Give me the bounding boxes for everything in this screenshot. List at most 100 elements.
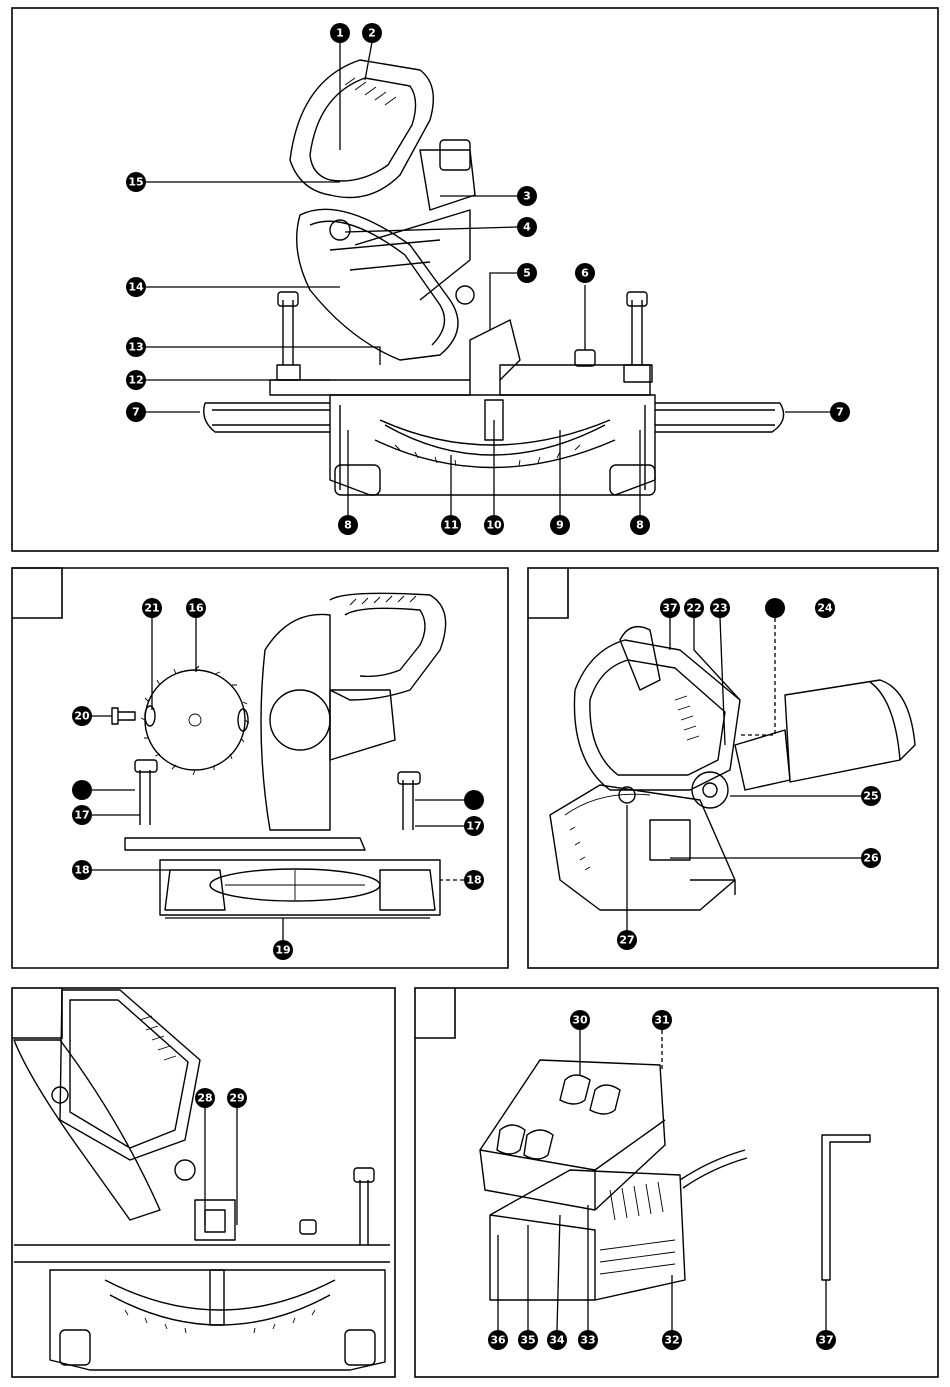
callout-25: 25: [861, 786, 881, 806]
callout-26: 26: [861, 848, 881, 868]
svg-text:18: 18: [466, 874, 481, 887]
svg-text:1: 1: [336, 27, 344, 40]
callout-3: 3: [517, 186, 537, 206]
callout-18-left: 18: [72, 860, 92, 880]
callout-28: 28: [195, 1088, 215, 1108]
svg-text:27: 27: [619, 934, 634, 947]
callout-17-left: 17: [72, 805, 92, 825]
svg-text:2: 2: [368, 27, 376, 40]
callout-2: 2: [362, 23, 382, 43]
svg-text:8: 8: [344, 519, 352, 532]
svg-text:17: 17: [74, 809, 89, 822]
svg-text:8: 8: [636, 519, 644, 532]
svg-text:29: 29: [229, 1092, 244, 1105]
svg-text:5: 5: [523, 267, 531, 280]
callout-13: 13: [126, 337, 146, 357]
rear-saw-illustration: [550, 627, 915, 910]
callout-37-rear: 37: [660, 598, 680, 618]
panel-blade-assembly: 21 16 20 17 17 18 18 19: [12, 568, 508, 968]
svg-text:19: 19: [275, 944, 290, 957]
svg-text:7: 7: [132, 406, 140, 419]
callout-8-left: 8: [338, 515, 358, 535]
blade-callouts: 21 16 20 17 17 18 18 19: [72, 598, 484, 960]
svg-text:14: 14: [128, 281, 144, 294]
callout-5: 5: [517, 263, 537, 283]
svg-text:37: 37: [662, 602, 677, 615]
callout-11: 11: [441, 515, 461, 535]
svg-text:28: 28: [197, 1092, 212, 1105]
svg-text:36: 36: [490, 1334, 506, 1347]
callout-17-right: 17: [464, 816, 484, 836]
callout-18-right: 18: [464, 870, 484, 890]
callout-33: 33: [578, 1330, 598, 1350]
blade-illustration: [112, 593, 446, 915]
callout-29: 29: [227, 1088, 247, 1108]
svg-text:12: 12: [128, 374, 143, 387]
callout-31: 31: [652, 1010, 672, 1030]
callout-27: 27: [617, 930, 637, 950]
callout-6: 6: [575, 263, 595, 283]
callout-15: 15: [126, 172, 146, 192]
callout-7-right: 7: [830, 402, 850, 422]
laser-callouts: 28 29: [195, 1088, 247, 1225]
svg-text:25: 25: [863, 790, 878, 803]
callout-10: 10: [484, 515, 504, 535]
callout-9: 9: [550, 515, 570, 535]
svg-text:22: 22: [686, 602, 701, 615]
svg-text:3: 3: [523, 190, 531, 203]
svg-text:23: 23: [712, 602, 727, 615]
svg-text:37: 37: [818, 1334, 833, 1347]
callout-34: 34: [547, 1330, 567, 1350]
callout-12: 12: [126, 370, 146, 390]
panel-main-frame: [12, 8, 938, 551]
callout-blank-right: [464, 790, 484, 810]
callout-22: 22: [684, 598, 704, 618]
panel-main-overview: 1 2 3 4 5 6 7 7 8 8 9 10 11 12 13 14 15: [12, 8, 938, 551]
svg-text:10: 10: [486, 519, 502, 532]
svg-text:24: 24: [817, 602, 833, 615]
svg-text:15: 15: [128, 176, 143, 189]
svg-text:35: 35: [520, 1334, 535, 1347]
svg-text:33: 33: [580, 1334, 595, 1347]
callout-30: 30: [570, 1010, 590, 1030]
svg-text:16: 16: [188, 602, 204, 615]
battery-callouts: 30 31 32 33 34 35 36 37: [488, 1010, 836, 1350]
svg-text:32: 32: [664, 1334, 679, 1347]
callout-36: 36: [488, 1330, 508, 1350]
laser-saw-illustration: [14, 990, 390, 1370]
rear-callouts: 37 22 23 24 25 26 27: [617, 598, 881, 950]
callout-16: 16: [186, 598, 206, 618]
svg-text:18: 18: [74, 864, 89, 877]
callout-blank-left: [72, 780, 92, 800]
panel-battery-frame: [415, 988, 938, 1377]
svg-text:34: 34: [549, 1334, 565, 1347]
svg-text:11: 11: [443, 519, 458, 532]
svg-text:21: 21: [144, 602, 159, 615]
callout-23: 23: [710, 598, 730, 618]
callout-14: 14: [126, 277, 146, 297]
svg-text:9: 9: [556, 519, 564, 532]
callout-1: 1: [330, 23, 350, 43]
svg-text:4: 4: [523, 221, 531, 234]
svg-text:6: 6: [581, 267, 589, 280]
callout-19: 19: [273, 940, 293, 960]
battery-charger-illustration: [480, 1060, 870, 1300]
callout-blank-rear: [765, 598, 785, 618]
svg-text:31: 31: [654, 1014, 669, 1027]
svg-text:30: 30: [572, 1014, 588, 1027]
svg-text:20: 20: [74, 710, 90, 723]
svg-text:17: 17: [466, 820, 481, 833]
svg-text:13: 13: [128, 341, 143, 354]
callout-35: 35: [518, 1330, 538, 1350]
panel-battery-charger: 30 31 32 33 34 35 36 37: [415, 988, 938, 1377]
panel-laser-detail: 28 29: [12, 988, 395, 1377]
callout-24: 24: [815, 598, 835, 618]
callout-4: 4: [517, 217, 537, 237]
svg-text:26: 26: [863, 852, 879, 865]
callout-37-hexkey: 37: [816, 1330, 836, 1350]
callout-20: 20: [72, 706, 92, 726]
callout-7-left: 7: [126, 402, 146, 422]
callout-32: 32: [662, 1330, 682, 1350]
callout-8-right: 8: [630, 515, 650, 535]
